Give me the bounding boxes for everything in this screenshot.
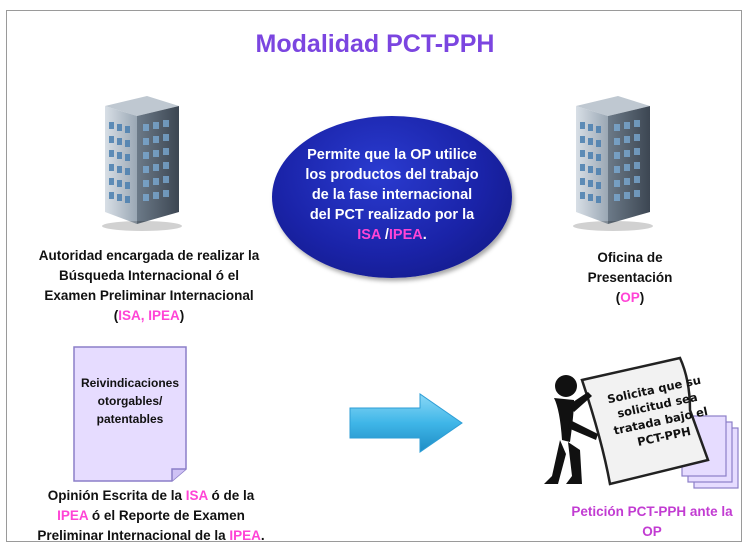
document-line: otorgables/ [97, 394, 163, 408]
office-caption: Oficina de Presentación (OP) [560, 248, 700, 308]
isa-highlight: ISA [357, 227, 381, 243]
opinion-line: Preliminar Internacional de la IPEA. [20, 526, 282, 546]
paren: ) [179, 308, 185, 323]
right-arrow-icon [349, 393, 463, 453]
right-building-icon [573, 96, 653, 231]
ipea-highlight: IPEA [388, 227, 423, 243]
ipea-highlight: IPEA [229, 528, 261, 543]
paren: ( [615, 290, 621, 305]
document-line: Reivindicaciones [80, 376, 180, 390]
request-caption: Petición PCT-PPH ante la OP [557, 502, 747, 542]
ipea-highlight: IPEA [57, 508, 89, 523]
period: . [422, 227, 427, 243]
authority-line: Autoridad encargada de realizar la [38, 248, 260, 263]
center-line: del PCT realizado por la [309, 207, 475, 223]
stick-figure-with-sign-icon [544, 356, 739, 489]
text: Preliminar Internacional de la [37, 528, 230, 543]
center-line: Permite que la OP utilice [307, 147, 477, 163]
isa-highlight: ISA [185, 488, 208, 503]
document-line: patentables [96, 412, 164, 426]
isa-ipea-highlight: ISA, IPEA [118, 308, 180, 323]
office-line: Oficina de [597, 250, 663, 265]
office-line: Presentación [587, 270, 673, 285]
paren: ) [639, 290, 645, 305]
center-line: los productos del trabajo [305, 167, 479, 183]
center-ellipse [272, 116, 512, 278]
center-description: Permite que la OP utilice los productos … [285, 145, 499, 245]
center-line: ISA /IPEA. [285, 225, 499, 245]
paren: ( [113, 308, 119, 323]
left-building-icon [102, 96, 182, 231]
authority-caption: Autoridad encargada de realizar la Búsqu… [16, 246, 282, 326]
slide-title: Modalidad PCT-PPH [255, 30, 495, 58]
authority-line: (ISA, IPEA) [16, 306, 282, 326]
authority-line: Examen Preliminar Internacional [44, 288, 254, 303]
opinion-line: Opinión Escrita de la ISA ó de la [20, 486, 282, 506]
document-text: Reivindicaciones otorgables/ patentables [78, 374, 182, 428]
separator: / [380, 227, 389, 243]
opinion-caption: Opinión Escrita de la ISA ó de la IPEA ó… [20, 486, 282, 546]
authority-line: Búsqueda Internacional ó el [58, 268, 240, 283]
document-icon [73, 346, 187, 482]
request-line: OP [642, 524, 662, 539]
text: ó el Reporte de Examen [88, 508, 245, 523]
center-line: de la fase internacional [311, 187, 473, 203]
text: ó de la [207, 488, 255, 503]
period: . [260, 528, 265, 543]
op-highlight: OP [620, 290, 640, 305]
request-line: Petición PCT-PPH ante la [571, 504, 733, 519]
text: Opinión Escrita de la [47, 488, 186, 503]
office-line: (OP) [560, 288, 700, 308]
opinion-line: IPEA ó el Reporte de Examen [20, 506, 282, 526]
